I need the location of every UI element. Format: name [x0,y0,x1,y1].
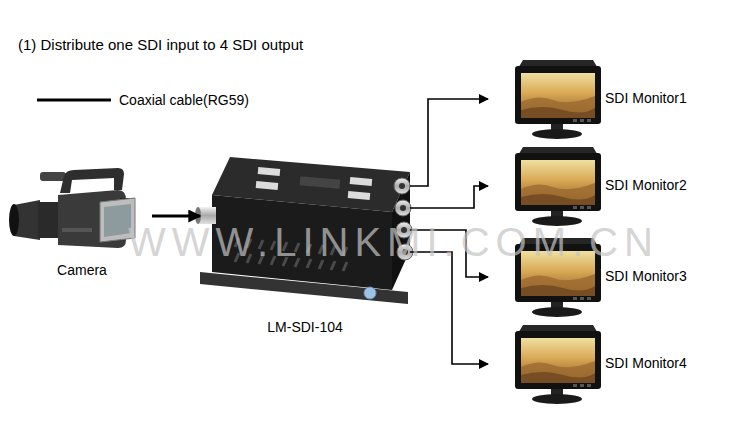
coax-cable-connector [152,215,200,218]
node-label: Camera [12,262,152,278]
splitter-image-part-part [397,244,413,260]
splitter-image-part [399,183,408,255]
coax-cable-connector [410,252,488,364]
splitter-image-part [235,238,347,271]
splitter-image [195,157,413,304]
coax-cable-connector [410,186,488,208]
coax-cable-connector [410,230,488,277]
legend-entry: Coaxial cable(RG59) [37,92,249,108]
monitor-node: SDI Monitor1 [488,58,738,140]
monitor-node: SDI Monitor3 [488,236,738,318]
watermark: WWW.LINKMI.COM.CN [128,220,659,265]
monitor-images [515,60,601,404]
node-label: SDI Monitor4 [605,355,687,371]
splitter-image-part-part [258,167,281,176]
splitter-node: LM-SDI-104 [200,150,410,335]
coax-line-sample [37,99,111,102]
coax-cable-connector [410,99,488,186]
camera-image-part [40,172,66,181]
camera-image-part [9,204,19,236]
monitor-images-part [515,147,601,226]
node-label: LM-SDI-104 [200,319,410,335]
legend-text: Coaxial cable(RG59) [119,92,249,108]
node-label: SDI Monitor2 [605,177,687,193]
splitter-image-part-part [394,178,410,194]
camera-image-part [38,202,60,238]
diagram-title: (1) Distribute one SDI input to 4 SDI ou… [18,36,303,53]
legend-line-sample [37,95,111,105]
splitter-image-part [195,207,201,224]
splitter-image-part-part [348,191,371,200]
node-label: SDI Monitor3 [605,268,687,284]
splitter-image-part-part [399,183,405,189]
splitter-image-part-part [402,249,408,255]
splitter-image-part [212,195,392,290]
splitter-image-part [364,287,376,299]
camera-node: Camera [12,158,152,278]
camera-image-part [104,204,131,237]
camera-image-part [62,228,92,232]
monitor-node: SDI Monitor4 [488,323,738,405]
monitor-node: SDI Monitor2 [488,145,738,227]
splitter-image-part-part [396,222,412,238]
camera-image-part [100,198,135,242]
splitter-image-part [394,178,413,260]
splitter-image-part-part [350,177,373,186]
splitter-image-part-part [401,227,407,233]
monitor-images-part [515,325,601,404]
monitor-images-part [515,60,601,139]
camera-image-part [60,168,124,193]
monitor-images-part [515,238,601,317]
splitter-image-part-part [400,205,406,211]
node-label: SDI Monitor1 [605,90,687,106]
camera-image [9,168,135,248]
splitter-image-part-part [395,200,411,216]
splitter-image-part-part [256,181,279,190]
splitter-image-part-part [300,176,341,188]
splitter-image-part [256,167,373,200]
